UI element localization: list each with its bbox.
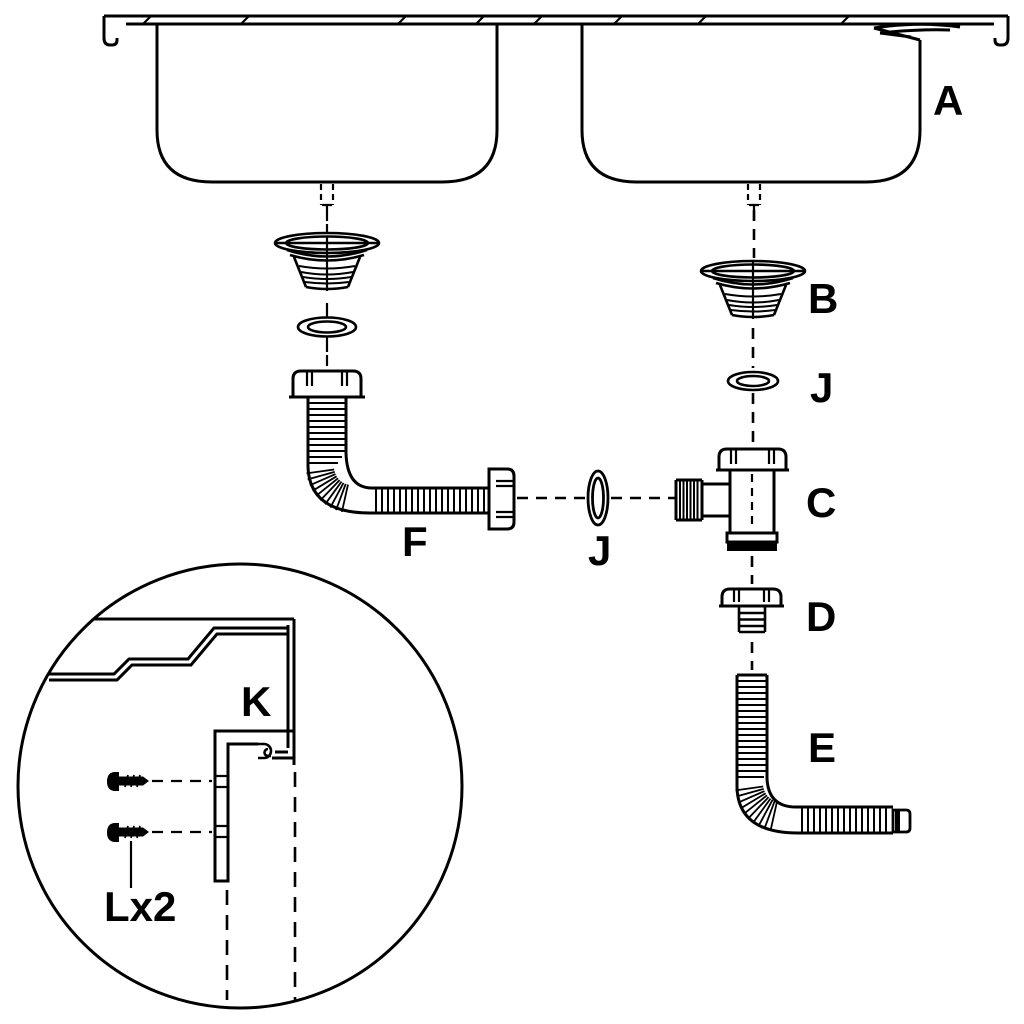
gasket-center-rings [586,469,610,527]
screw-l-1 [107,772,149,791]
hose-f-vertical-tube [306,397,348,466]
hose-f-horizontal-tube [370,486,489,515]
hose-f-top-nut-slots [305,372,349,386]
hose-f-vertical-ribs [308,402,346,464]
hose-f-end-nut-slots [496,479,514,519]
tee-c-top-nut [716,447,789,472]
drain-stub-hidden-lines [319,184,762,205]
right-drain-column: B J C D E [674,210,912,835]
hose-e-horizontal-ribs [801,808,887,832]
detail-circle [16,562,464,1010]
hose-f-elbow [306,452,373,515]
screw-l-2 [107,823,149,842]
sink-rim-profile [102,14,1010,47]
fitting-d-cap [719,587,784,608]
screw-l-2-body [107,823,149,842]
tee-c-top-nut-slots [729,450,776,464]
hose-e-horizontal-tube [796,805,893,835]
tee-c-side-port [674,478,730,522]
strainer-left [273,224,381,368]
label-d: D [806,593,836,640]
label-j-center: J [588,527,611,574]
drain-stub-outlets [322,203,759,221]
label-f: F [402,518,428,565]
hose-e-vertical-ribs [737,680,767,778]
label-j-right: J [810,364,833,411]
screw-l-2-threads [124,825,141,839]
hose-f-end-nut [487,467,516,531]
mounting-clip-k [213,729,294,883]
tee-c-body [728,470,776,533]
tee-c-bottom-seal [727,542,777,551]
hose-f-top-nut [289,369,365,399]
screw-l-1-threads [124,774,141,788]
gasket-right-rings [726,370,780,392]
fitting-d-threaded-tail [737,606,767,634]
detail-view: K Lx2 [16,562,464,1010]
fitting-d-cap-slots [732,590,771,602]
hose-f: F [289,369,516,565]
label-e: E [808,724,836,771]
sink-bowls-outline [155,22,961,184]
label-c: C [806,479,836,526]
screw-axis-dashes [152,779,212,834]
hose-e-end-cap [891,808,912,834]
tee-c-bottom-flange [725,531,779,544]
label-a: A [933,77,963,124]
gasket-center: J [517,469,675,574]
detail-sink-edge-profile [48,617,296,765]
mounting-clip-k-hook [258,742,273,760]
label-k: K [241,678,271,725]
tee-c-thread-hatch [679,480,699,520]
hose-e-elbow-fan [735,785,778,830]
hose-f-horizontal-ribs [375,489,485,512]
screw-l-1-body [107,772,149,791]
hose-e-end-seal [895,811,900,831]
gasket-left [296,316,358,338]
label-l-qty: Lx2 [104,883,176,930]
vertical-axis-dashes [750,210,756,670]
sink-basin: A [102,14,1010,221]
hose-f-elbow-fan [306,468,349,513]
mounting-clip-k-hole-ticks [215,774,228,839]
detail-hidden-centerlines [225,772,297,1000]
sink-rim-seam-ticks [142,15,850,25]
label-b: B [808,275,838,322]
